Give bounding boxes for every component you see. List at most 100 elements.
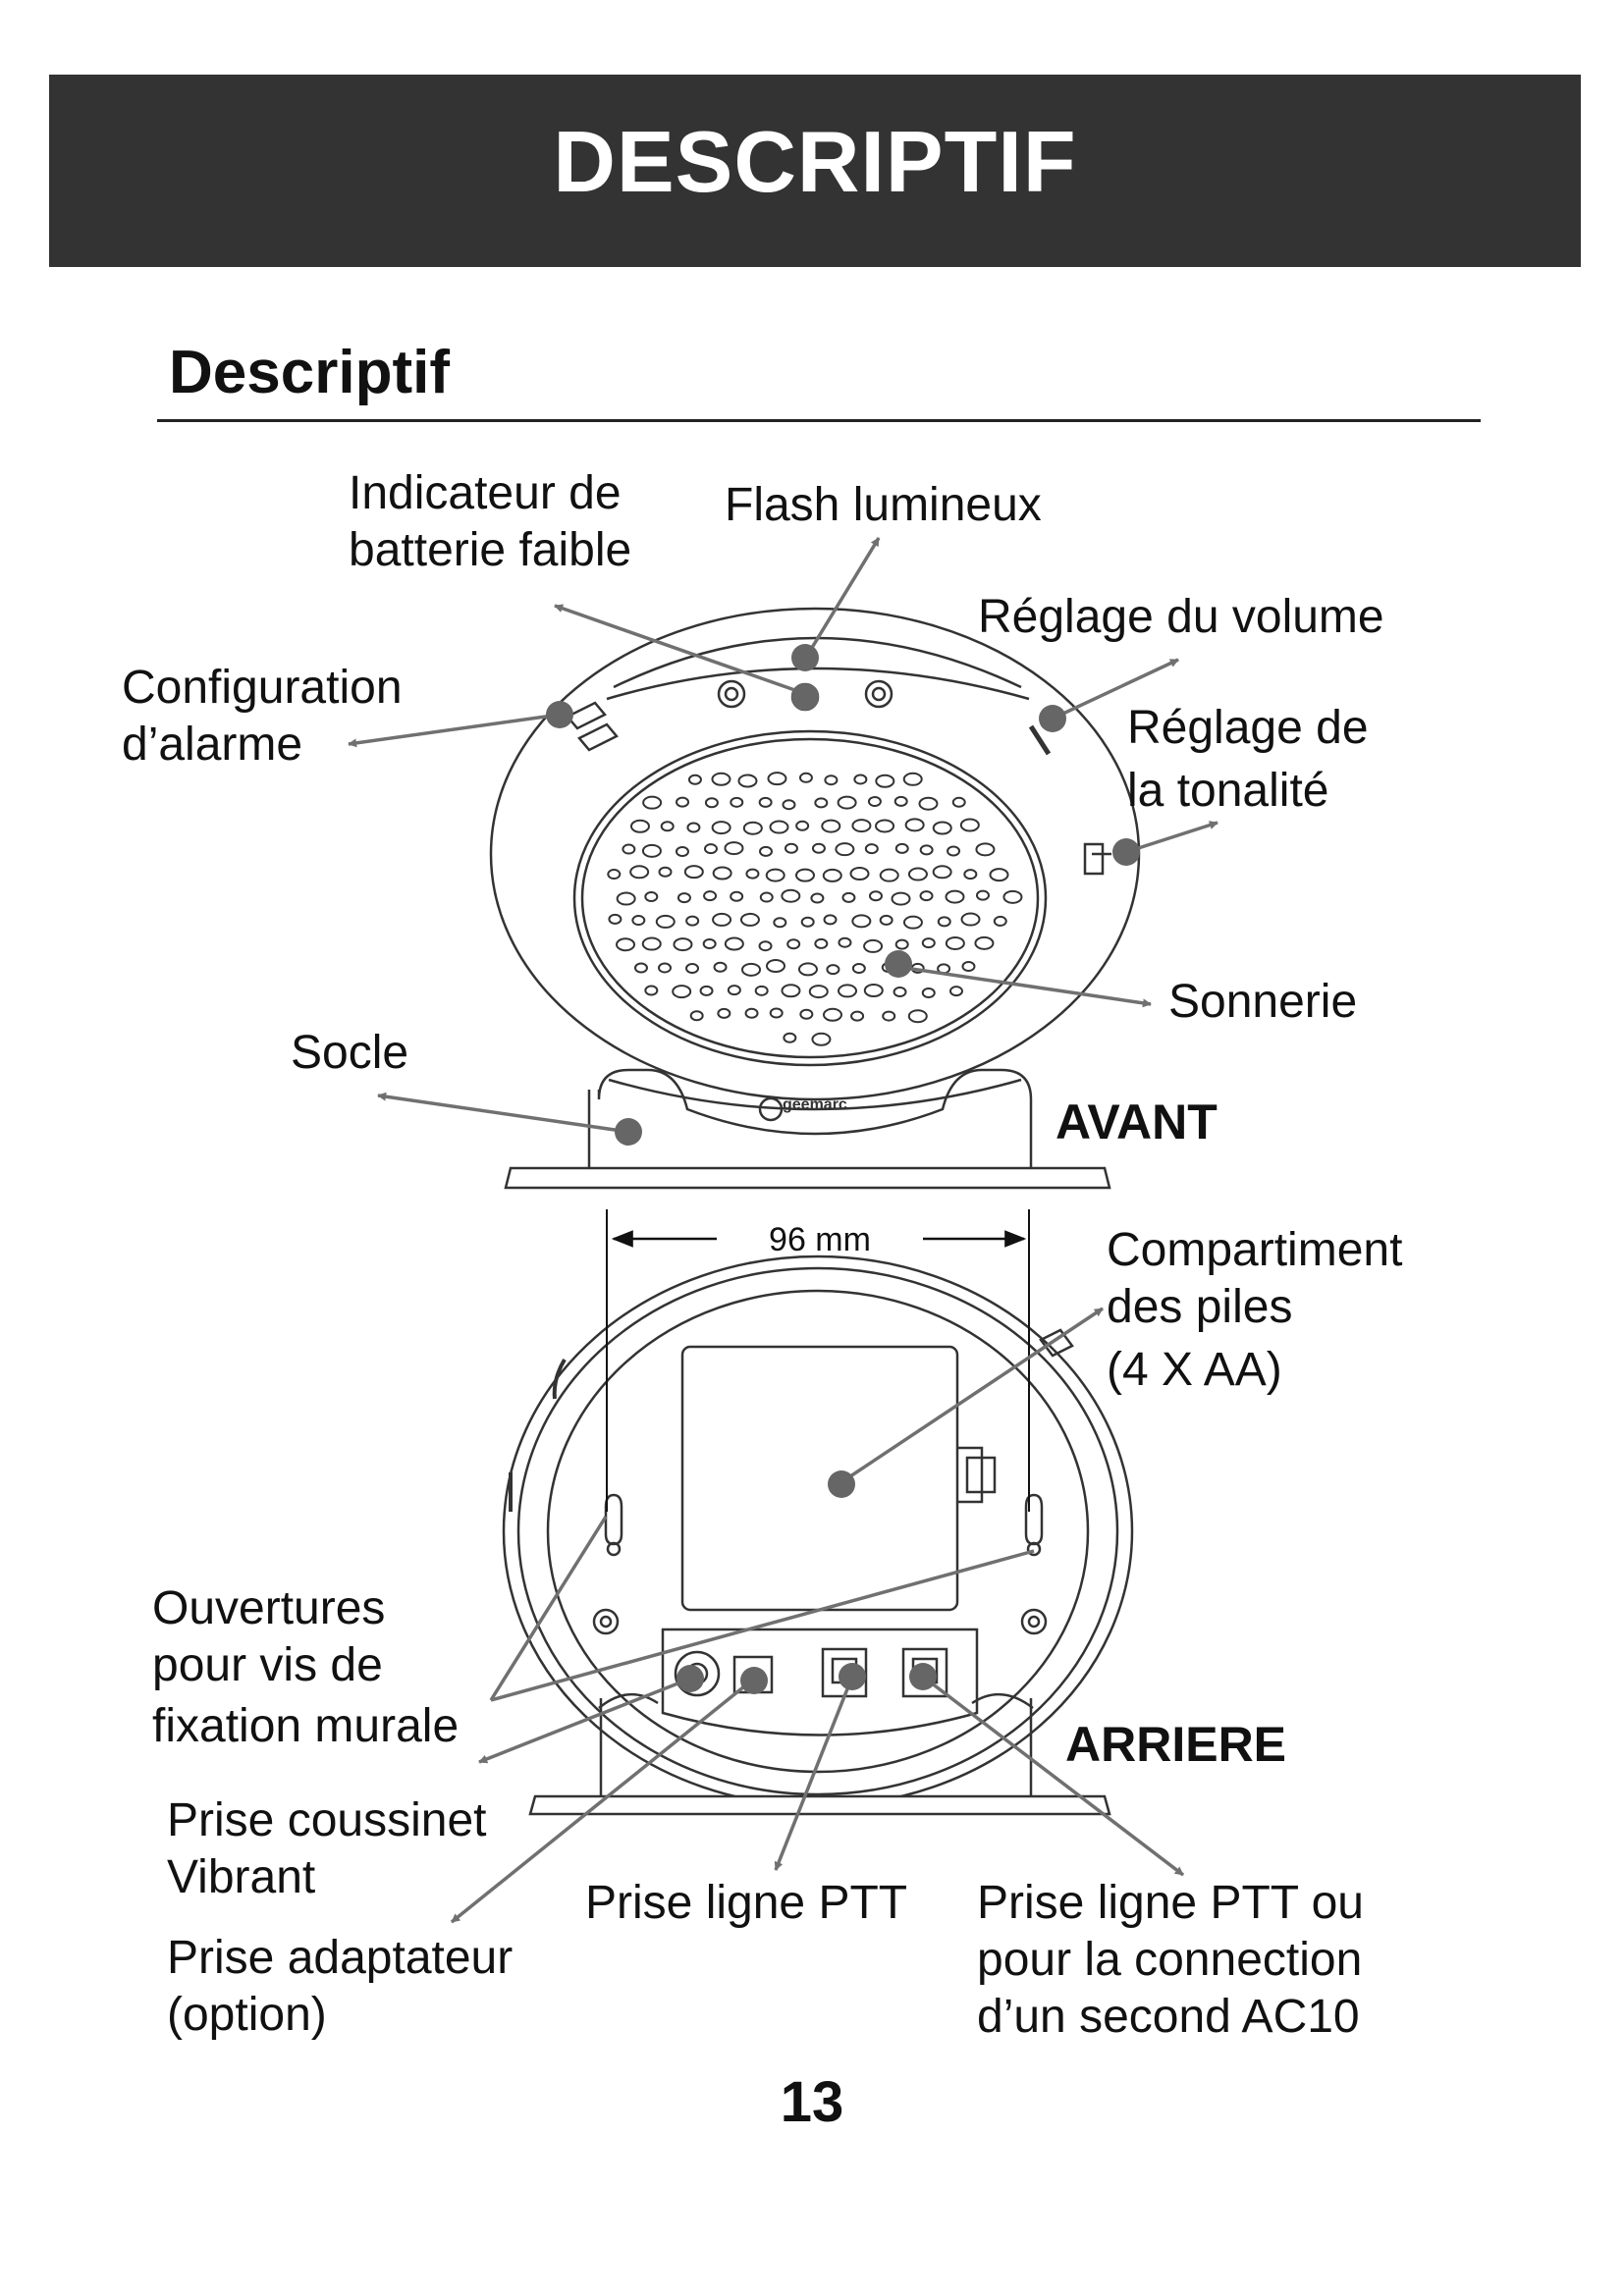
speaker-hole	[960, 912, 981, 927]
speaker-hole	[893, 795, 908, 807]
speaker-hole	[703, 843, 718, 855]
speaker-hole	[850, 1010, 865, 1022]
header-banner: DESCRIPTIF	[49, 75, 1581, 267]
speaker-hole	[644, 985, 659, 996]
speaker-hole	[769, 1007, 784, 1019]
speaker-hole	[741, 962, 762, 977]
label-adapter: Prise adaptateur (option)	[167, 1932, 514, 2041]
speaker-hole	[921, 937, 936, 949]
speaker-hole	[904, 818, 925, 832]
speaker-hole	[607, 869, 622, 881]
speaker-hole	[851, 962, 866, 974]
speaker-hole	[849, 866, 870, 881]
speaker-hole	[918, 796, 939, 811]
speaker-hole	[882, 1010, 896, 1022]
speaker-hole	[758, 845, 773, 857]
speaker-hole	[685, 915, 700, 927]
speaker-hole	[932, 821, 952, 835]
speaker-hole	[879, 914, 893, 926]
speaker-hole	[608, 913, 623, 925]
speaker-hole	[814, 937, 829, 949]
speaker-hole	[782, 799, 796, 811]
speaker-hole	[879, 868, 899, 882]
speaker-hole	[837, 795, 857, 810]
page-number: 13	[780, 2070, 844, 2134]
speaker-hole	[704, 797, 719, 809]
speaker-hole	[907, 867, 928, 881]
speaker-hole	[841, 891, 856, 903]
front-device	[489, 607, 1141, 1190]
speaker-hole	[724, 841, 744, 856]
speaker-hole	[893, 986, 907, 997]
speaker-hole	[686, 822, 701, 833]
speaker-hole	[835, 842, 855, 857]
speaker-hole	[673, 937, 693, 952]
speaker-hole	[814, 797, 829, 809]
speaker-hole	[622, 843, 636, 855]
speaker-hole	[784, 842, 798, 854]
speaker-hole	[677, 892, 691, 904]
label-phone-line: Prise ligne PTT	[585, 1877, 908, 1929]
speaker-hole	[737, 774, 758, 788]
label-phone-line-second: Prise ligne PTT ou pour la connection d’…	[977, 1877, 1364, 2043]
speaker-hole	[853, 774, 868, 785]
speaker-hole	[894, 842, 909, 854]
speaker-hole	[919, 890, 934, 902]
rear-pointer-dots	[677, 1470, 937, 1694]
label-base: Socle	[291, 1027, 409, 1079]
speaker-hole	[937, 916, 951, 928]
speaker-hole	[975, 842, 996, 857]
speaker-hole	[658, 866, 673, 878]
speaker-hole	[699, 985, 714, 996]
speaker-hole	[712, 866, 732, 881]
speaker-hole	[851, 914, 872, 929]
speaker-hole	[951, 796, 966, 808]
label-vibrating-pad: Prise coussinet Vibrant	[167, 1794, 487, 1903]
speaker-hole	[769, 820, 789, 834]
speaker-hole	[641, 936, 662, 951]
speaker-hole	[676, 796, 690, 808]
speaker-hole	[633, 962, 648, 974]
speaker-hole	[891, 891, 911, 906]
speaker-hole	[932, 865, 952, 880]
speaker-hole	[730, 796, 744, 808]
speaker-hole	[642, 795, 663, 810]
speaker-hole	[758, 796, 773, 808]
speaker-hole	[822, 868, 842, 882]
speaker-hole	[660, 821, 675, 832]
speaker-hole	[993, 915, 1007, 927]
speaker-hole	[616, 937, 636, 952]
speaker-hole	[629, 865, 650, 880]
speaker-hole	[685, 962, 700, 974]
speaker-hole	[795, 820, 810, 831]
label-front-view: AVANT	[1056, 1095, 1218, 1149]
speaker-grille	[607, 772, 1023, 1046]
speaker-hole	[759, 891, 774, 903]
speaker-hole	[824, 774, 839, 786]
speaker-hole	[963, 869, 978, 881]
speaker-hole	[703, 890, 718, 902]
label-battery-compartment: Compartiment des piles (4 X AA)	[1107, 1224, 1403, 1396]
speaker-hole	[875, 774, 895, 788]
speaker-hole	[947, 845, 961, 857]
speaker-hole	[629, 819, 650, 833]
speaker-hole	[766, 959, 786, 974]
speaker-hole	[863, 938, 884, 953]
label-alarm-config: Configuration d’alarme	[122, 662, 403, 771]
speaker-hole	[658, 962, 673, 974]
speaker-hole	[702, 938, 717, 950]
label-flash: Flash lumineux	[725, 479, 1042, 531]
speaker-hole	[799, 1008, 814, 1020]
speaker-hole	[800, 916, 815, 928]
speaker-hole	[644, 890, 659, 902]
speaker-hole	[810, 892, 825, 904]
speaker-hole	[868, 890, 883, 902]
speaker-hole	[838, 936, 852, 948]
speaker-hole	[989, 868, 1009, 882]
speaker-hole	[672, 985, 692, 999]
speaker-hole	[974, 935, 995, 950]
label-low-battery: Indicateur de batterie faible	[349, 467, 632, 576]
speaker-hole	[712, 912, 732, 927]
speaker-hole	[826, 964, 840, 976]
